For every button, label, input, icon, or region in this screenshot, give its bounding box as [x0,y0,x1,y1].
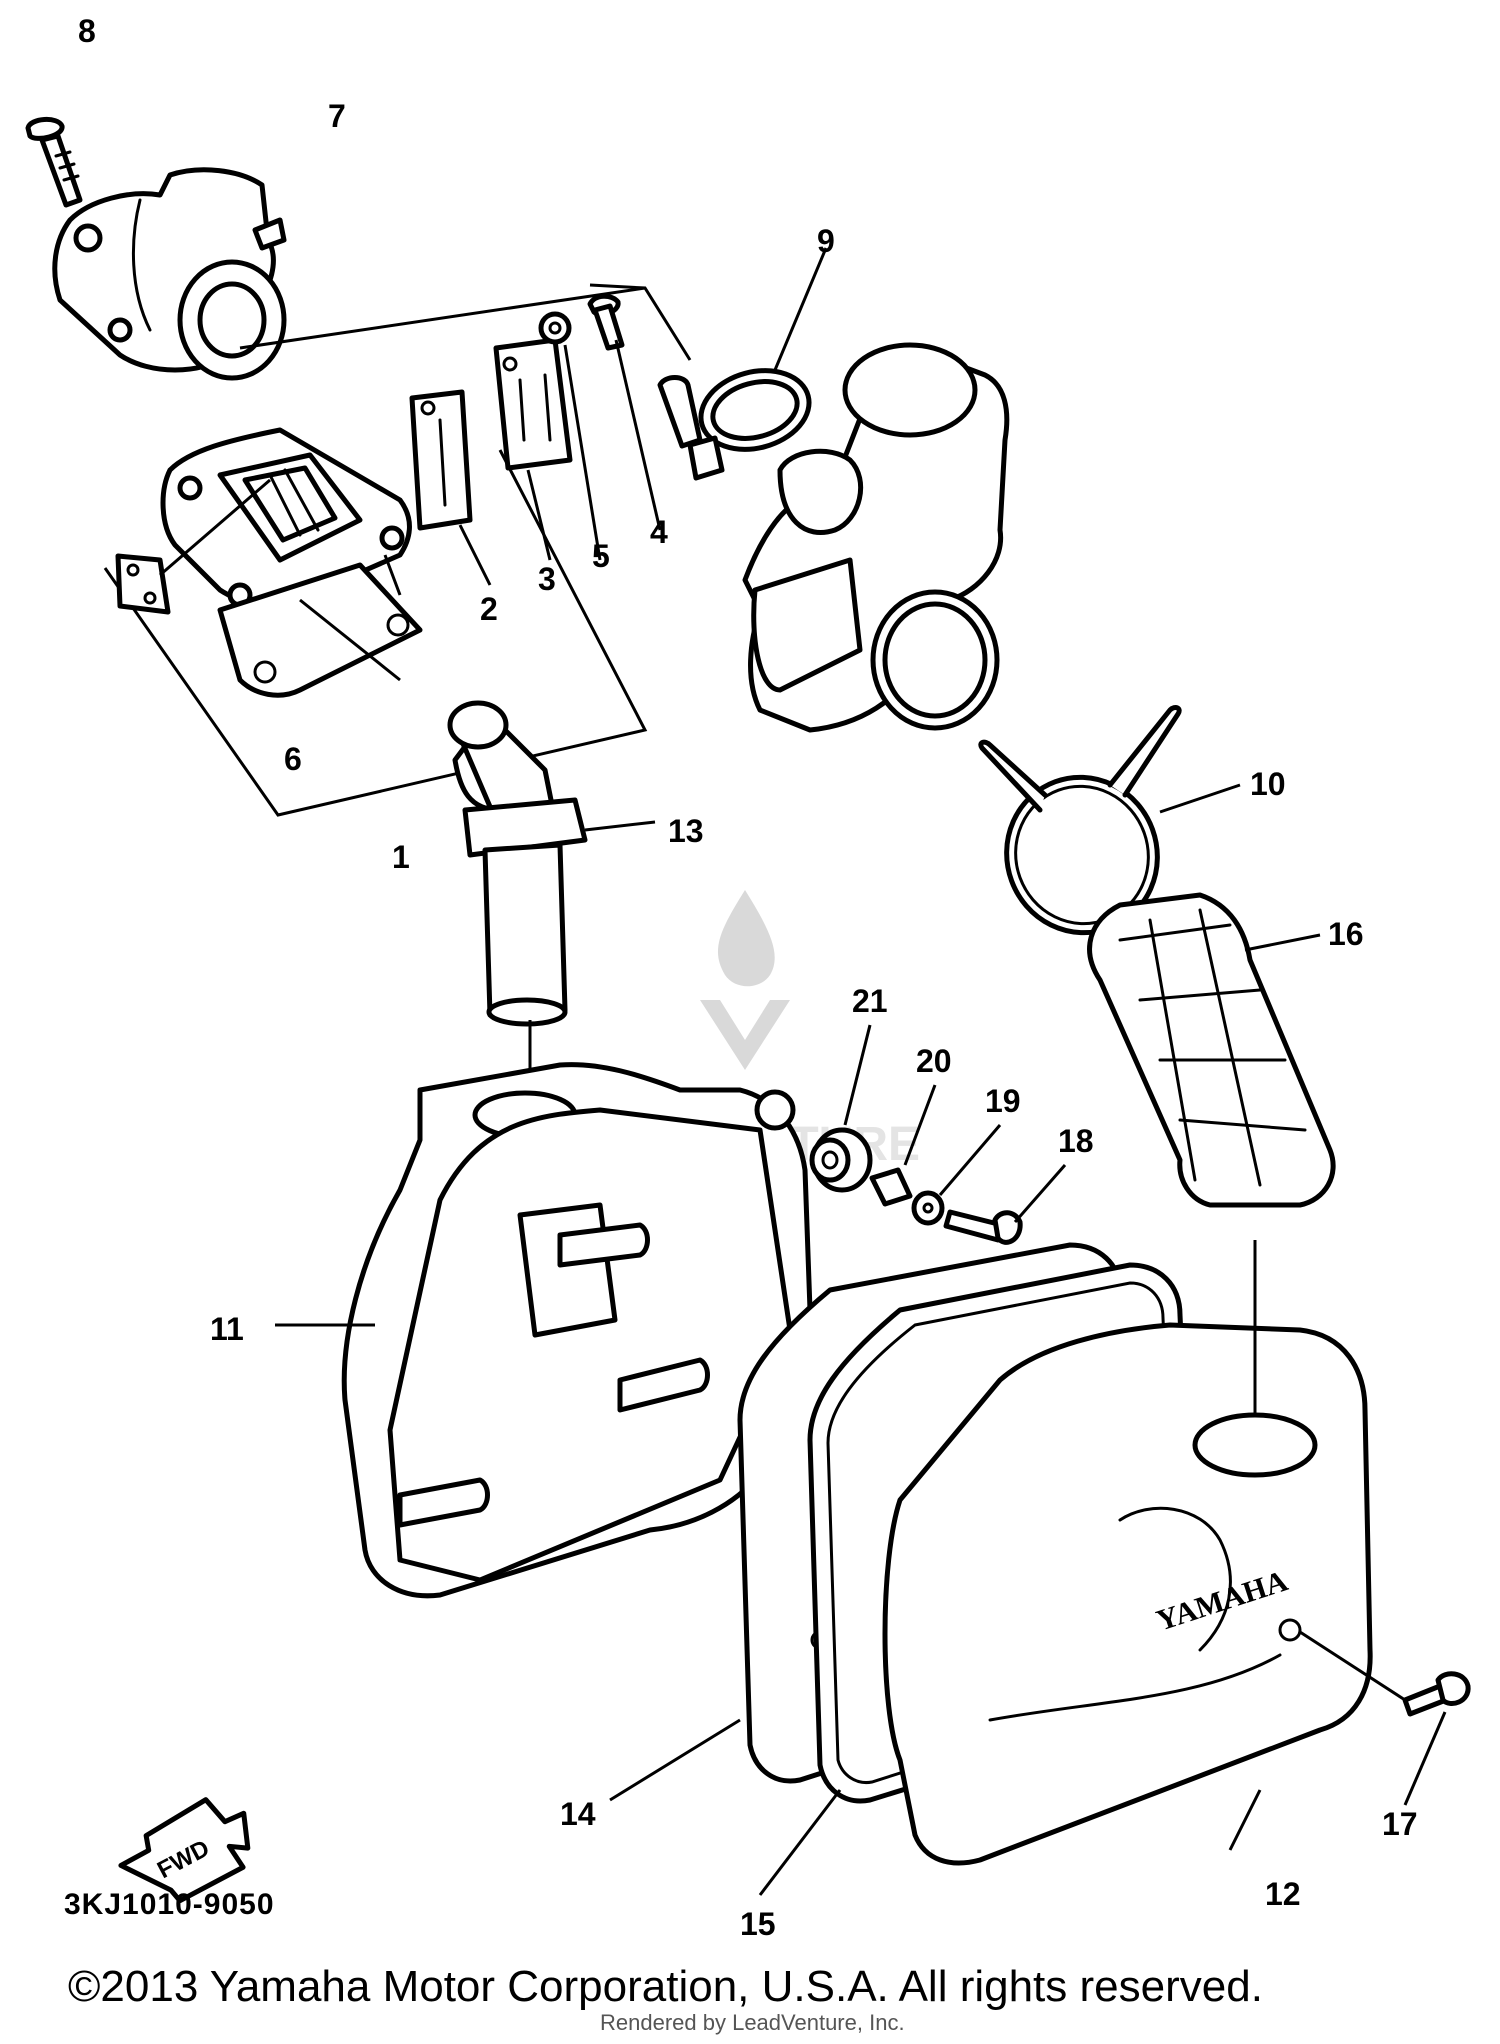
part-6-gasket [217,562,423,698]
callout-2[interactable]: 2 [480,591,498,627]
part-18-bolt [943,1164,1067,1245]
part-3-reed-stopper [493,337,573,561]
callout-13[interactable]: 13 [668,813,704,849]
callout-1[interactable]: 1 [392,839,410,875]
part-11-case [275,1062,821,1599]
rendered-by-note: Rendered by LeadVenture, Inc. [600,2010,905,2035]
callout-5[interactable]: 5 [592,538,610,574]
part-16-intake-funnel [1087,892,1336,1208]
leader-7-9b [589,283,692,361]
part-17-screw [1299,1630,1471,1806]
leader-7-9 [239,286,646,350]
part-5-washer [538,311,602,561]
callout-18[interactable]: 18 [1058,1123,1094,1159]
part-8-bolt [25,117,83,208]
callout-10[interactable]: 10 [1250,766,1286,802]
callout-11[interactable]: 11 [210,1311,244,1347]
copyright-notice: ©2013 Yamaha Motor Corporation, U.S.A. A… [68,1962,1263,2011]
callout-6[interactable]: 6 [284,741,302,777]
part-10-spring-clip [978,704,1241,936]
watermark-v-icon [700,1000,790,1070]
callout-3[interactable]: 3 [538,561,556,597]
callout-4[interactable]: 4 [650,514,668,550]
callout-21[interactable]: 21 [852,983,888,1019]
callout-7[interactable]: 7 [328,98,346,134]
callout-9[interactable]: 9 [817,223,835,259]
diagram-code: 3KJ1010-9050 [64,1888,275,1921]
callout-12[interactable]: 12 [1265,1876,1301,1912]
part-9-clamp [657,247,828,481]
part-20-collar [869,1084,937,1207]
callout-8[interactable]: 8 [78,13,96,49]
part-2-reed [409,389,492,586]
part-7-carburetor [52,167,287,381]
callout-15[interactable]: 15 [740,1906,776,1942]
callout-20[interactable]: 20 [916,1043,952,1079]
part-12-case-cover: YAMAHA [882,1240,1373,1866]
watermark-flame-icon [717,890,775,987]
part-13-intake-elbow [447,700,656,1027]
fwd-arrow[interactable]: FWD [112,1794,257,1910]
part-4-screw [587,293,662,531]
part-21-grommet [809,1024,873,1193]
callout-17[interactable]: 17 [1382,1806,1418,1842]
callout-14[interactable]: 14 [560,1796,596,1832]
callout-16[interactable]: 16 [1328,916,1364,952]
carburetor-joint [742,342,1010,733]
callout-19[interactable]: 19 [985,1083,1021,1119]
callouts: 1 2 3 4 5 6 7 8 9 10 11 12 13 14 15 16 1… [78,13,1418,1942]
part-19-washer [911,1124,1002,1226]
